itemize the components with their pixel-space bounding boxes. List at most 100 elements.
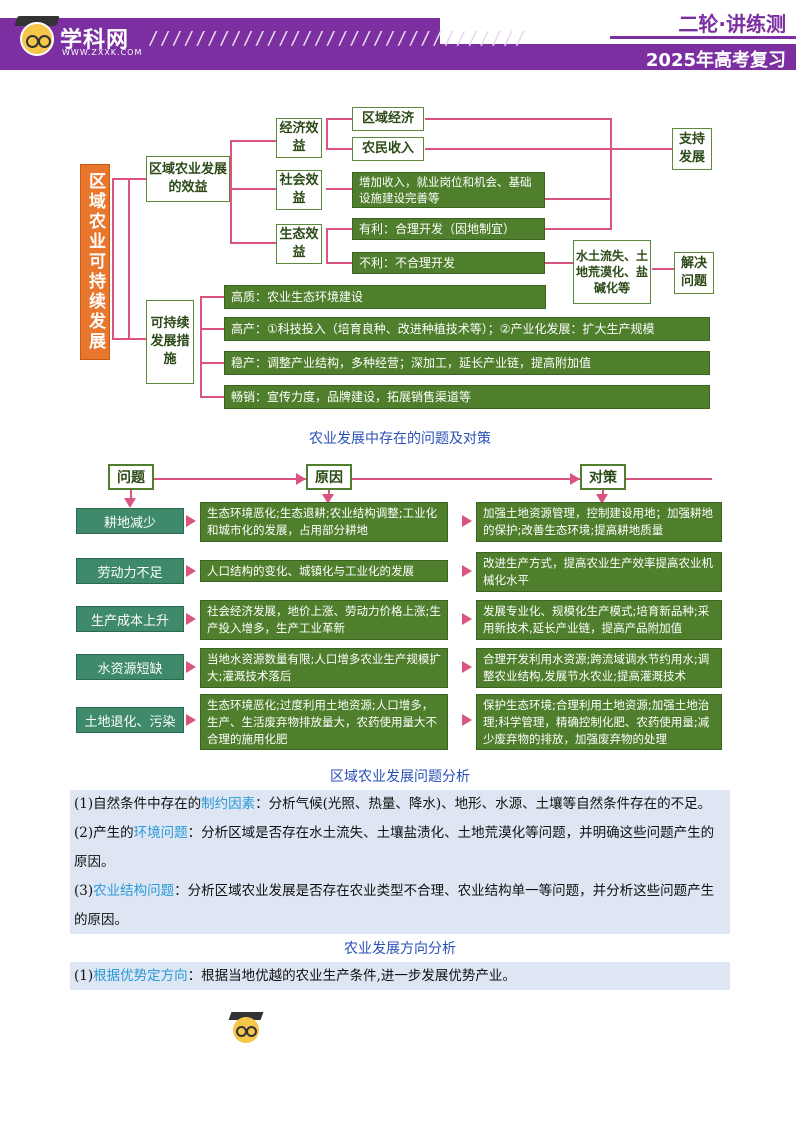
measure-text: 保护生态环境;合理利用土地资源;加强土地治理;科学管理，精确控制化肥、农药使用量… [476, 694, 722, 750]
root-box: 区域农业可持续发展 [80, 164, 110, 360]
measure-title: 可持续发展措施 [146, 300, 194, 384]
problems-box: 水土流失、土地荒漠化、盐碱化等 [573, 240, 651, 304]
connector [545, 198, 611, 200]
support-development: 支持发展 [672, 128, 712, 170]
benefit-title: 区域农业发展的效益 [146, 156, 230, 202]
measure-item: 稳产：调整产业结构，多种经营；深加工，延长产业链，提高附加值 [224, 351, 710, 375]
connector [230, 140, 276, 142]
cause-text: 生态环境恶化;过度利用土地资源;人口增多，生产、生活废弃物排放量大，农药使用量大… [200, 694, 448, 750]
arrow-icon [186, 661, 196, 673]
connector [326, 118, 352, 120]
keyword: 制约因素 [201, 796, 256, 812]
footer-logo-icon [233, 1017, 259, 1043]
measure-item: 高产：①科技投入（培育良种、改进种植技术等）；②产业化发展：扩大生产规模 [224, 317, 710, 341]
caption-direction: 农业发展方向分析 [344, 941, 456, 957]
connector [230, 188, 276, 190]
connector [112, 338, 146, 340]
header-slashes: //////////////////////////////// [148, 28, 527, 49]
connector [326, 188, 352, 190]
series-title: 二轮·讲练测 [678, 12, 786, 36]
head-measure: 对策 [580, 464, 626, 490]
connector [326, 228, 352, 230]
connector [326, 228, 328, 262]
connector [326, 262, 352, 264]
logo-face-icon [20, 22, 54, 56]
connector [425, 148, 611, 150]
arrow-icon [462, 515, 472, 527]
problem-label: 生产成本上升 [76, 606, 184, 632]
header-band-right [440, 44, 796, 70]
connector [230, 242, 276, 244]
arrow-down-icon [596, 494, 608, 504]
social-detail: 增加收入，就业岗位和机会、基础设施建设完善等 [352, 172, 545, 208]
head-cause: 原因 [306, 464, 352, 490]
measure-text: 发展专业化、规模化生产模式;培育新品种;采用新技术,延长产业链，提高产品附加值 [476, 600, 722, 640]
connector [652, 268, 674, 270]
connector [200, 396, 224, 398]
connector [200, 362, 224, 364]
analysis-item: (3)农业结构问题：分析区域农业发展是否存在农业类型不合理、农业结构单一等问题，… [74, 883, 715, 928]
logo-name: 学科网 [60, 28, 130, 53]
connector [545, 262, 573, 264]
connector [610, 118, 612, 230]
measure-text: 加强土地资源管理，控制建设用地；加强耕地的保护;改善生态环境;提高耕地质量 [476, 502, 722, 542]
keyword: 环境问题 [133, 825, 188, 841]
connector [200, 296, 224, 298]
arrow-icon [186, 714, 196, 726]
connector [326, 148, 352, 150]
measure-item: 高质：农业生态环境建设 [224, 285, 546, 309]
keyword: 农业结构问题 [93, 883, 175, 899]
favorable-item: 有利：合理开发（因地制宜） [352, 218, 545, 240]
problem-label: 土地退化、污染 [76, 707, 184, 733]
farmer-income: 农民收入 [352, 137, 424, 161]
connector [545, 228, 611, 230]
year-title: 2025年高考复习 [645, 50, 786, 71]
problem-label: 耕地减少 [76, 508, 184, 534]
problem-label: 水资源短缺 [76, 654, 184, 680]
measure-text: 改进生产方式，提高农业生产效率提高农业机械化水平 [476, 552, 722, 592]
analysis-item: (1)自然条件中存在的制约因素：分析气候(光照、热量、降水)、地形、水源、土壤等… [74, 796, 712, 812]
measure-text: 合理开发利用水资源;跨流域调水节约用水;调整农业结构,发展节水农业;提高灌溉技术 [476, 648, 722, 688]
ecological-benefit: 生态效益 [276, 224, 322, 264]
header-underline [610, 36, 796, 39]
connector [326, 118, 328, 148]
head-problem: 问题 [108, 464, 154, 490]
connector [112, 178, 114, 338]
analysis-block: (1)自然条件中存在的制约因素：分析气候(光照、热量、降水)、地形、水源、土壤等… [70, 790, 730, 934]
economic-benefit: 经济效益 [276, 118, 322, 158]
direction-block: (1)根据优势定方向：根据当地优越的农业生产条件,进一步发展优势产业。 [70, 962, 730, 990]
arrow-down-icon [322, 494, 334, 504]
arrow-icon [462, 714, 472, 726]
cause-text: 社会经济发展，地价上涨、劳动力价格上涨;生产投入增多，生产工业革新 [200, 600, 448, 640]
keyword: 根据优势定方向 [93, 968, 188, 984]
connector [200, 328, 224, 330]
connector [128, 180, 130, 338]
arrow-icon [462, 565, 472, 577]
arrow-icon [462, 661, 472, 673]
connector [200, 296, 202, 396]
measure-item: 畅销：宣传力度，品牌建设，拓展销售渠道等 [224, 385, 710, 409]
connector [112, 178, 146, 180]
caption-problems: 农业发展中存在的问题及对策 [309, 431, 491, 447]
arrow-down-icon [124, 498, 136, 508]
arrow-icon [296, 473, 306, 485]
solve-problems: 解决问题 [674, 252, 714, 294]
cause-text: 当地水资源数量有限;人口增多农业生产规模扩大;灌溉技术落后 [200, 648, 448, 688]
arrow-icon [570, 473, 580, 485]
analysis-item: (2)产生的环境问题：分析区域是否存在水土流失、土壤盐渍化、土地荒漠化等问题，并… [74, 825, 715, 870]
cause-text: 人口结构的变化、城镇化与工业化的发展 [200, 560, 448, 582]
arrow-icon [186, 565, 196, 577]
social-benefit: 社会效益 [276, 170, 322, 210]
connector [130, 490, 132, 500]
connector [230, 140, 232, 242]
unfavorable-item: 不利：不合理开发 [352, 252, 545, 274]
arrow-icon [462, 613, 472, 625]
header-band [0, 18, 440, 70]
arrow-icon [186, 613, 196, 625]
connector [612, 148, 672, 150]
connector [130, 478, 712, 480]
logo-url: WWW.ZXXK.COM [62, 48, 143, 57]
caption-analysis: 区域农业发展问题分析 [330, 769, 470, 785]
regional-economy: 区域经济 [352, 107, 424, 131]
connector [425, 118, 611, 120]
